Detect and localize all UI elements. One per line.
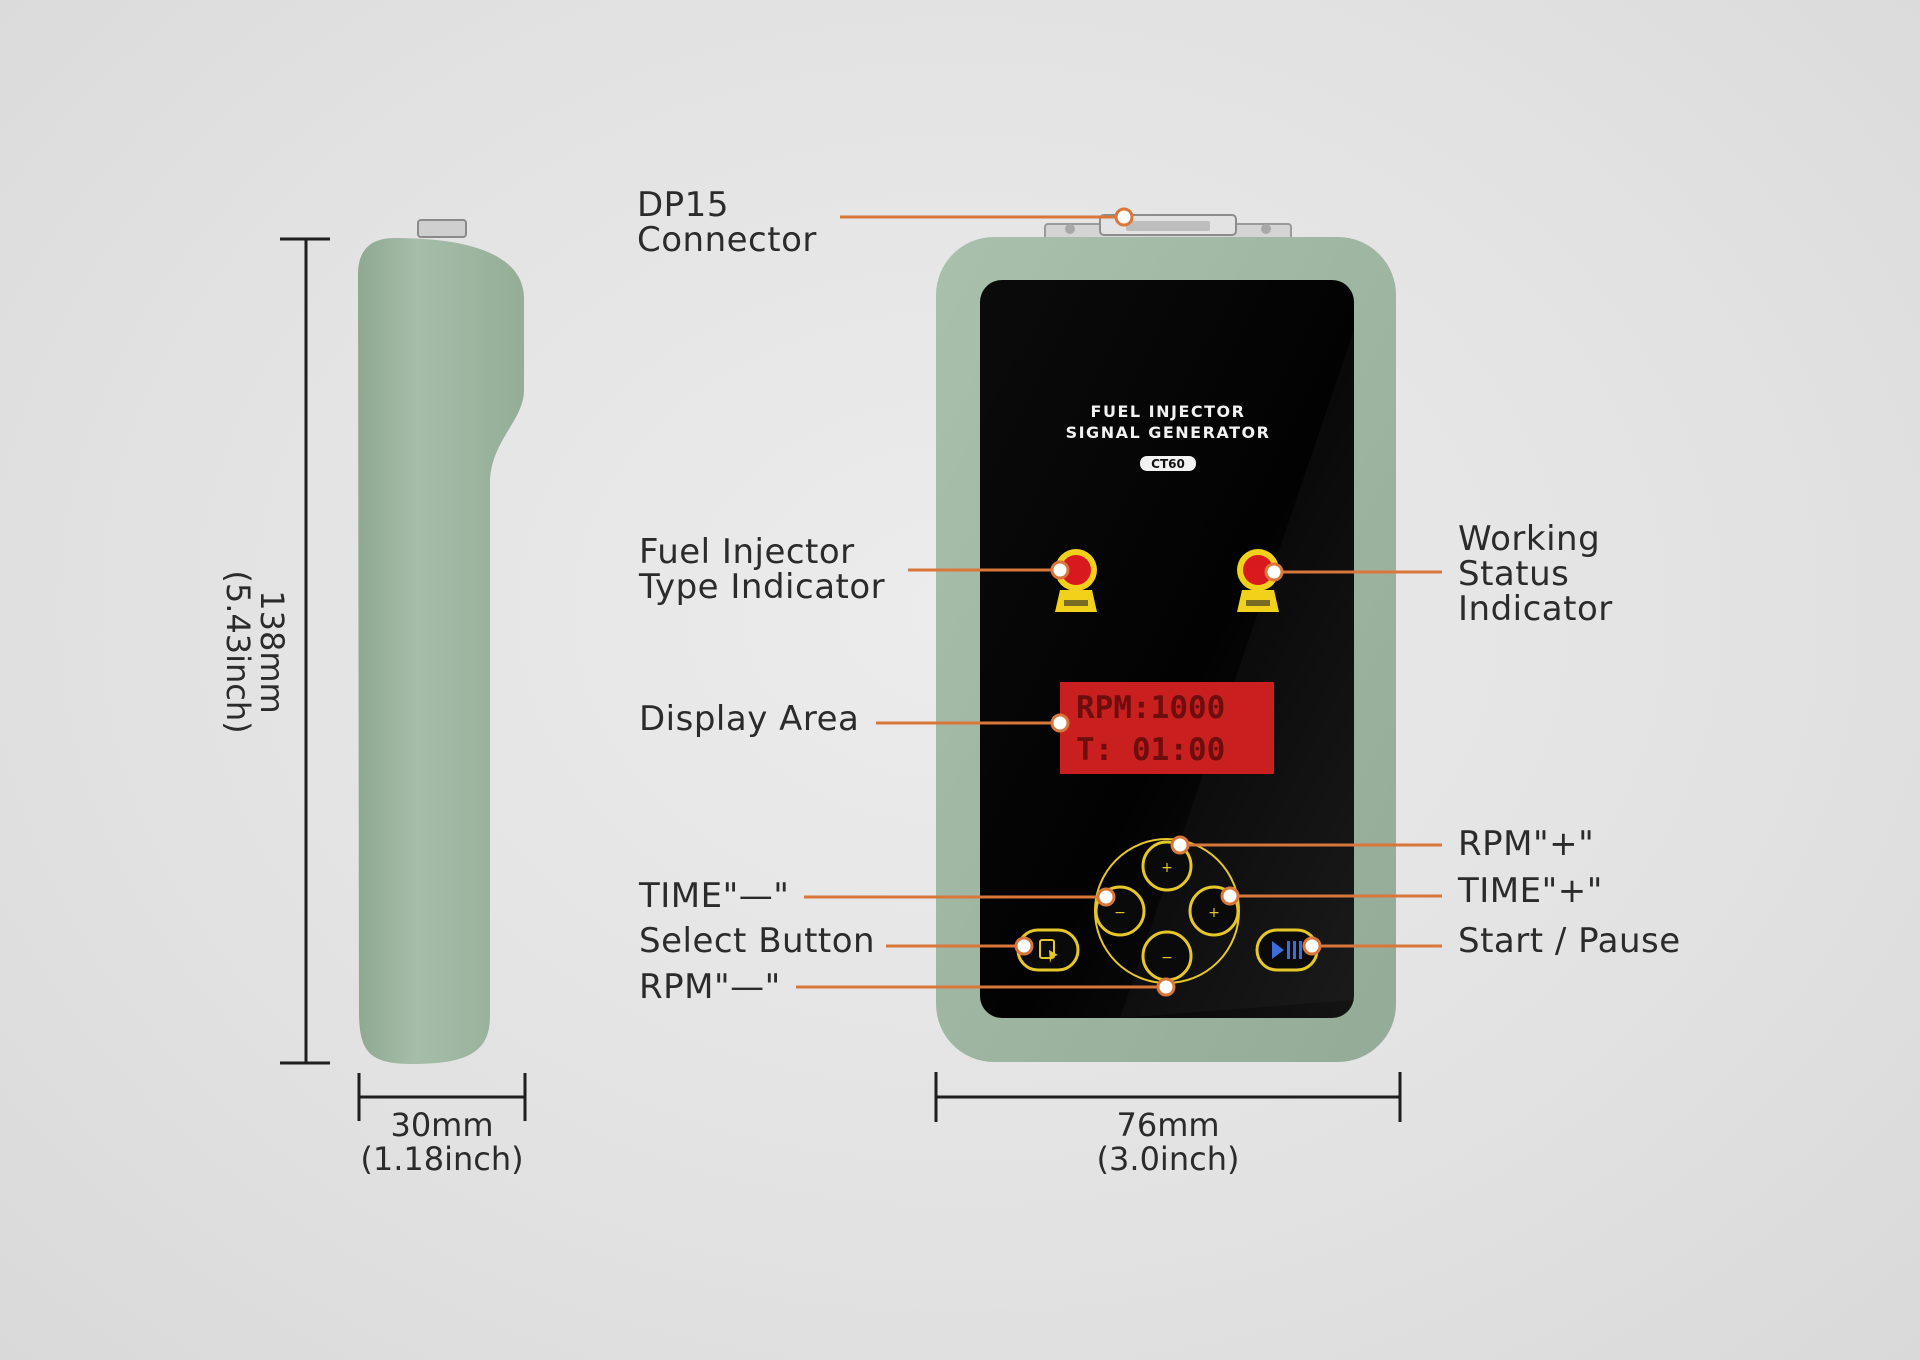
callout-text: DP15	[637, 185, 729, 225]
model-badge: CT60	[1151, 457, 1185, 471]
callout-start-pause: Start / Pause	[1458, 921, 1681, 961]
callout-time-minus: TIME"—"	[639, 876, 790, 916]
dimension-value: 138mm	[253, 590, 291, 714]
dimension-value: 76mm	[1116, 1106, 1220, 1144]
injector-type-led-icon	[1055, 549, 1097, 612]
display-screen	[1060, 682, 1274, 774]
select-button[interactable]	[1016, 928, 1080, 972]
start-pause-button[interactable]	[1255, 928, 1319, 972]
callout-rpm-plus: RPM"+"	[1458, 824, 1595, 864]
callout-text: Connector	[637, 220, 817, 260]
dimension-value: (1.18inch)	[360, 1140, 524, 1178]
dimension-value: 30mm	[390, 1106, 494, 1144]
callout-text: Type Indicator	[639, 567, 886, 607]
callout-text: Indicator	[1458, 589, 1613, 629]
callout-text: Working	[1458, 519, 1601, 559]
panel-title-line2: SIGNAL GENERATOR	[1066, 423, 1271, 442]
depth-dimension-label: 30mm (1.18inch)	[360, 1108, 523, 1176]
dimension-value: (5.43inch)	[219, 570, 257, 734]
svg-text:+: +	[1161, 860, 1173, 876]
depth-dimension-line	[357, 1073, 527, 1121]
callout-lines	[796, 207, 1442, 997]
front-panel	[980, 280, 1354, 1018]
height-dimension-label: 138mm (5.43inch)	[219, 570, 291, 734]
rpm-minus-button[interactable]: −	[1141, 930, 1193, 982]
svg-text:−: −	[1114, 905, 1126, 921]
play-pause-icon	[1272, 941, 1302, 959]
callout-select-button: Select Button	[639, 921, 876, 961]
display-line1: RPM:1000	[1076, 690, 1225, 726]
height-dimension-line	[280, 237, 330, 1065]
callout-text: Fuel Injector	[639, 532, 855, 572]
working-status-led-icon	[1237, 549, 1279, 612]
front-view: FUEL INJECTOR SIGNAL GENERATOR CT60 RPM:…	[936, 214, 1396, 1062]
dimension-value: (3.0inch)	[1096, 1140, 1240, 1178]
callout-rpm-minus: RPM"—"	[639, 967, 781, 1007]
callout-display-area: Display Area	[639, 699, 860, 739]
callout-text: Status	[1458, 554, 1570, 594]
side-connector	[417, 219, 467, 238]
dp15-connector	[1044, 214, 1292, 241]
select-icon	[1039, 939, 1058, 963]
panel-title-line1: FUEL INJECTOR	[1091, 402, 1246, 421]
width-dimension-label: 76mm (3.0inch)	[1097, 1108, 1240, 1176]
svg-text:−: −	[1161, 950, 1173, 966]
display-line2: T: 01:00	[1076, 732, 1225, 768]
callout-type-indicator: Fuel Injector Type Indicator	[639, 535, 885, 605]
width-dimension-line	[934, 1072, 1402, 1122]
svg-text:+: +	[1208, 905, 1220, 921]
callout-dp15-connector: DP15 Connector	[637, 188, 817, 258]
callout-time-plus: TIME"+"	[1458, 871, 1603, 911]
side-view	[358, 219, 525, 1064]
model-badge-frame	[1140, 456, 1196, 471]
side-body	[358, 238, 525, 1064]
callout-status-indicator: Working Status Indicator	[1458, 522, 1613, 627]
